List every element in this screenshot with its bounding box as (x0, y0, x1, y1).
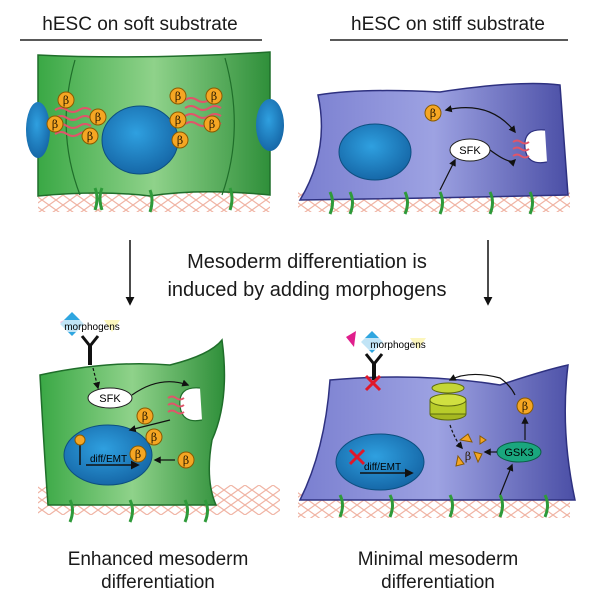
diff-emt-label: diff/EMT (364, 462, 401, 473)
beta-catenin-cluster-right: β β β β β (169, 87, 223, 149)
svg-text:β: β (135, 448, 141, 461)
stiff-substrate-cell-panel: β SFK (298, 82, 570, 215)
sfk-label: SFK (99, 393, 121, 405)
sfk-badge (87, 387, 133, 409)
svg-text:β: β (63, 94, 69, 107)
nucleus (101, 105, 179, 175)
diff-emt-label: diff/EMT (90, 454, 127, 465)
degraded-beta-catenin: β (455, 433, 487, 467)
stiff-substrate-title: hESC on stiff substrate (351, 14, 545, 35)
svg-text:β: β (211, 90, 217, 103)
soft-substrate-title: hESC on soft substrate (42, 14, 237, 35)
svg-text:β: β (151, 431, 157, 444)
morphogens-receptor: morphogens (54, 312, 128, 365)
svg-text:β: β (465, 450, 471, 463)
svg-text:β: β (430, 107, 436, 120)
beta-catenin: β (424, 104, 442, 122)
sfk-label: SFK (459, 145, 481, 157)
svg-text:β: β (177, 134, 183, 147)
minimal-differentiation-panel: morphogens β β GSK3 (298, 331, 576, 518)
caption-minimal-line2: differentiation (381, 572, 495, 593)
integrins (338, 494, 549, 518)
svg-text:β: β (142, 410, 148, 423)
integrins (68, 499, 209, 523)
enhanced-differentiation-panel: morphogens SFK diff/EMT β β β β (38, 312, 280, 523)
integrins (328, 191, 534, 215)
caption-enhanced-line2: differentiation (101, 572, 215, 593)
svg-text:β: β (95, 111, 101, 124)
cadherin-junction (512, 139, 530, 159)
morphogens-label: morphogens (370, 340, 426, 351)
integrins (93, 187, 234, 213)
nucleus (63, 424, 153, 486)
cell-junction-notch (524, 129, 548, 164)
beta-catenin-cluster: β β β β (129, 407, 195, 469)
nucleus (335, 433, 425, 491)
morphogens-receptor: morphogens (346, 331, 436, 380)
svg-text:β: β (522, 400, 528, 413)
soft-substrate-cell-panel: β β β β β β β β β (26, 51, 284, 213)
cell-junction-notch (179, 387, 203, 422)
beta-catenin: β (516, 397, 534, 415)
gsk3-label: GSK3 (504, 447, 533, 459)
svg-text:β: β (175, 114, 181, 127)
caption-minimal-line1: Minimal mesoderm (358, 549, 518, 570)
caption-enhanced-line1: Enhanced mesoderm (68, 549, 249, 570)
svg-text:β: β (183, 454, 189, 467)
morphogens-label: morphogens (64, 322, 120, 333)
beta-junction-arrow (444, 105, 516, 134)
proteasome-icon (429, 382, 467, 421)
blocked-cross-icon (364, 374, 382, 392)
blocked-cross-icon (348, 448, 366, 466)
svg-text:β: β (175, 90, 181, 103)
svg-text:β: β (87, 130, 93, 143)
svg-text:β: β (209, 118, 215, 131)
beta-catenin-cluster-left: β β β β (46, 91, 107, 145)
middle-text-line2: induced by adding morphogens (167, 279, 446, 301)
middle-text-line1: Mesoderm differentiation is (187, 251, 427, 273)
nucleus (338, 123, 412, 181)
svg-text:β: β (52, 118, 58, 131)
